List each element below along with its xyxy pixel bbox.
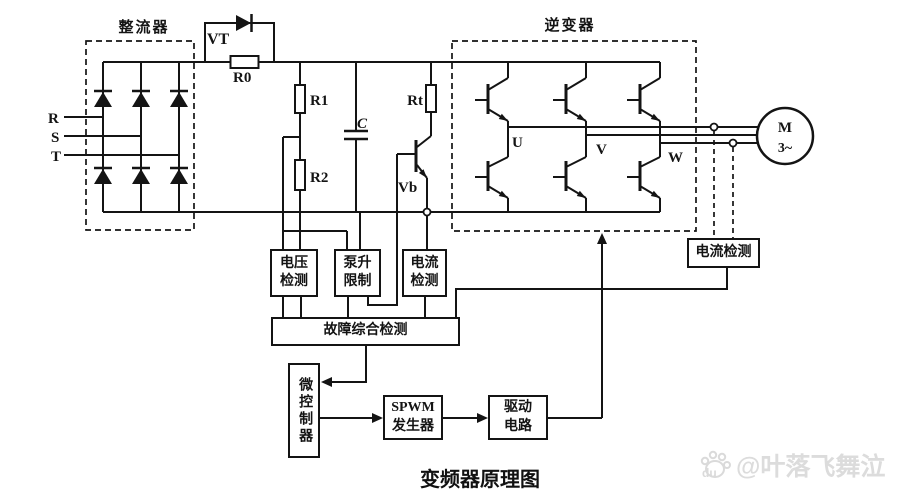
current-detect-right-wire (455, 268, 728, 317)
fault-to-mcu-wire (324, 346, 367, 383)
drive-circuit-box: 驱动 电路 (488, 395, 548, 440)
junction-nodes (422, 122, 738, 217)
voltage-detect-box: 电压 检测 (270, 249, 318, 297)
dc-link-wiring (282, 62, 432, 249)
vb-label: Vb (398, 180, 417, 196)
phase-s-label: S (51, 130, 59, 146)
spwm-generator-box: SPWM 发生器 (383, 395, 443, 440)
inverter-section-label: 逆变器 (544, 18, 596, 34)
resistor-r1 (294, 84, 306, 114)
inverter-dashed-box (451, 40, 697, 232)
rectifier-dashed-box (85, 40, 195, 231)
inverter-legs (475, 62, 661, 212)
rectifier-bridge (64, 62, 180, 212)
inverter-emitter-arrows (498, 113, 660, 198)
vt-label: VT (207, 31, 230, 48)
pump-limit-box: 泵升 限制 (334, 249, 381, 297)
phase-t-label: T (51, 149, 61, 165)
dc-bus-rails (103, 61, 660, 213)
motor-3ph-label: 3~ (778, 141, 793, 156)
current-sensor-dashed-taps (713, 131, 734, 238)
resistor-r2 (294, 159, 306, 191)
motor-m-label: M (778, 120, 792, 136)
vt-thyristor-symbol (236, 15, 251, 31)
r0-label: R0 (233, 70, 251, 86)
watermark: du @叶落飞舞泣 (698, 447, 885, 483)
vb-emitter-arrow (418, 169, 427, 178)
resistor-bodies (229, 55, 437, 191)
mcu-box: 微控制器 (288, 363, 320, 458)
r1-label: R1 (310, 93, 328, 109)
motor-circle (755, 106, 815, 166)
rectifier-section-label: 整流器 (118, 20, 170, 36)
baidu-du-text: du (702, 466, 717, 480)
resistor-r0 (229, 55, 260, 69)
fault-detect-box: 故障综合检测 (271, 317, 460, 346)
rectifier-diode-bars (94, 89, 188, 170)
detection-leads (282, 297, 426, 317)
phase-r-label: R (48, 111, 59, 127)
r2-label: R2 (310, 170, 328, 186)
diagram-caption: 变频器原理图 (420, 469, 540, 491)
baidu-paw-icon: du (698, 448, 732, 482)
u-output-label: U (512, 135, 523, 151)
resistor-rt (425, 84, 437, 113)
v-output-label: V (596, 142, 607, 158)
w-output-label: W (668, 150, 683, 166)
capacitor-label: C (357, 116, 368, 132)
capacitor-symbol (344, 129, 368, 141)
pump-limit-to-vb-wire (367, 154, 398, 306)
current-detect-left-box: 电流 检测 (402, 249, 447, 297)
rectifier-diodes (94, 92, 188, 184)
current-detect-right-box: 电流检测 (687, 238, 760, 268)
rt-label: Rt (407, 93, 423, 109)
flow-arrowheads (321, 233, 607, 423)
output-lines-uvw (508, 126, 758, 144)
watermark-text: @叶落飞舞泣 (736, 453, 886, 481)
